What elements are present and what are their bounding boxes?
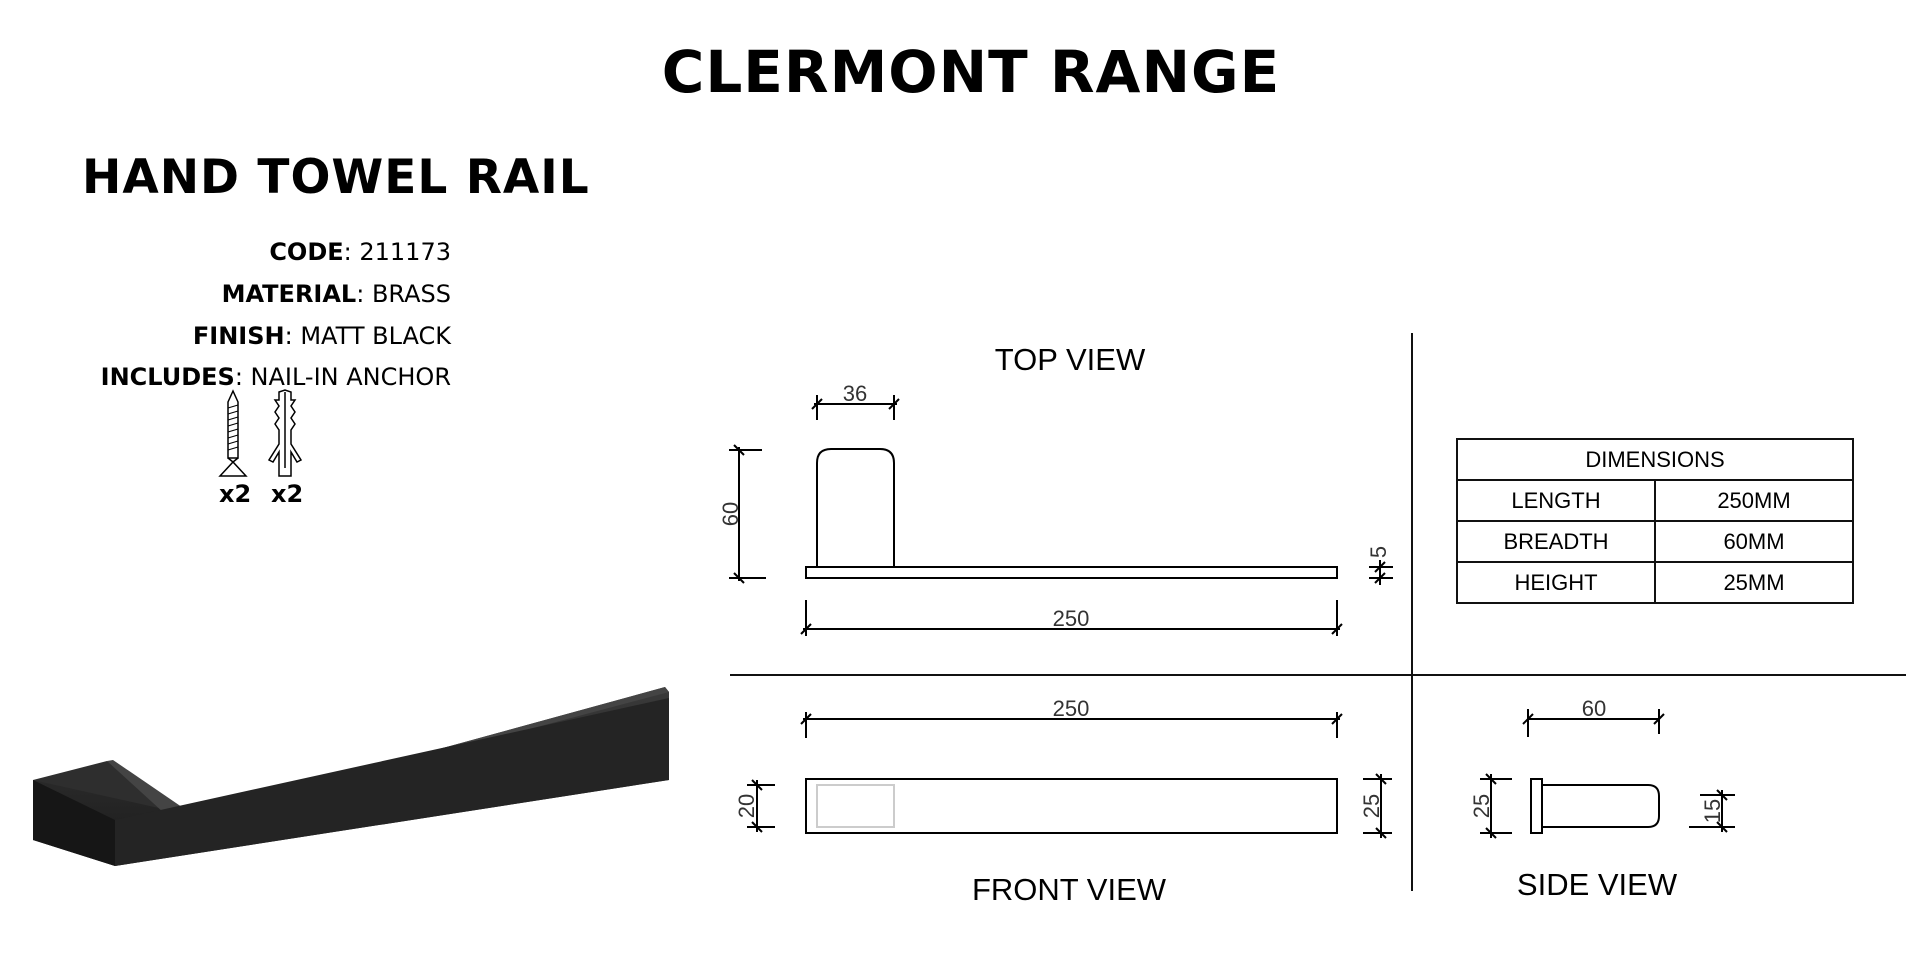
spec-list: CODE: 211173 MATERIAL: BRASS FINISH: MAT…: [101, 232, 451, 399]
row-label: BREADTH: [1456, 520, 1656, 563]
spec-key: MATERIAL: [221, 279, 357, 308]
row-label: LENGTH: [1456, 479, 1656, 522]
screw-qty: x2: [219, 480, 252, 508]
spec-value: BRASS: [371, 279, 451, 308]
spec-value: NAIL-IN ANCHOR: [250, 363, 451, 392]
towel-rail-photo: [33, 687, 669, 866]
top-view-post: [816, 448, 895, 567]
spec-material: MATERIAL: BRASS: [221, 279, 451, 308]
spec-value: 211173: [359, 238, 451, 266]
page-title: CLERMONT RANGE: [661, 38, 1281, 106]
dim-front-length: 250: [1053, 696, 1090, 721]
side-view-label: SIDE VIEW: [1516, 867, 1678, 902]
spec-code: CODE: 211173: [269, 238, 451, 266]
side-view-body: [1542, 784, 1660, 828]
dim-side-bar-height: 15: [1700, 799, 1725, 823]
row-value: 60MM: [1654, 520, 1854, 563]
wall-anchor-icon: [267, 389, 303, 477]
dim-side-breadth: 60: [1582, 696, 1606, 721]
spec-finish: FINISH: MATT BLACK: [192, 321, 451, 350]
spec-key: INCLUDES: [100, 363, 235, 392]
top-view-bar: [805, 566, 1338, 579]
screw-icon: [218, 389, 248, 477]
row-value: 25MM: [1654, 561, 1854, 604]
row-value: 250MM: [1654, 479, 1854, 522]
dim-top-post-width: 36: [843, 381, 867, 406]
row-label: HEIGHT: [1456, 561, 1656, 604]
spec-key: CODE: [269, 238, 344, 266]
side-view-plate: [1530, 778, 1543, 834]
dim-top-length: 250: [1053, 606, 1090, 631]
spec-key: FINISH: [192, 321, 285, 350]
front-view-bar: [805, 778, 1338, 834]
spec-includes: INCLUDES: NAIL-IN ANCHOR: [100, 363, 451, 392]
anchor-qty: x2: [271, 480, 304, 508]
dim-front-height: 25: [1359, 794, 1384, 818]
dimensions-table-title: DIMENSIONS: [1456, 438, 1854, 481]
dim-top-thickness: 5: [1366, 546, 1391, 558]
spec-value: MATT BLACK: [300, 321, 451, 350]
dim-top-breadth: 60: [718, 502, 743, 526]
top-view-label: TOP VIEW: [994, 342, 1146, 377]
vertical-divider: [1411, 333, 1413, 891]
horizontal-divider: [730, 674, 1906, 676]
front-view-mount-outline: [816, 784, 895, 828]
front-view-label: FRONT VIEW: [971, 872, 1167, 907]
dim-front-mount-height: 20: [734, 794, 759, 818]
dim-side-height: 25: [1469, 794, 1494, 818]
product-name: HAND TOWEL RAIL: [82, 150, 590, 205]
